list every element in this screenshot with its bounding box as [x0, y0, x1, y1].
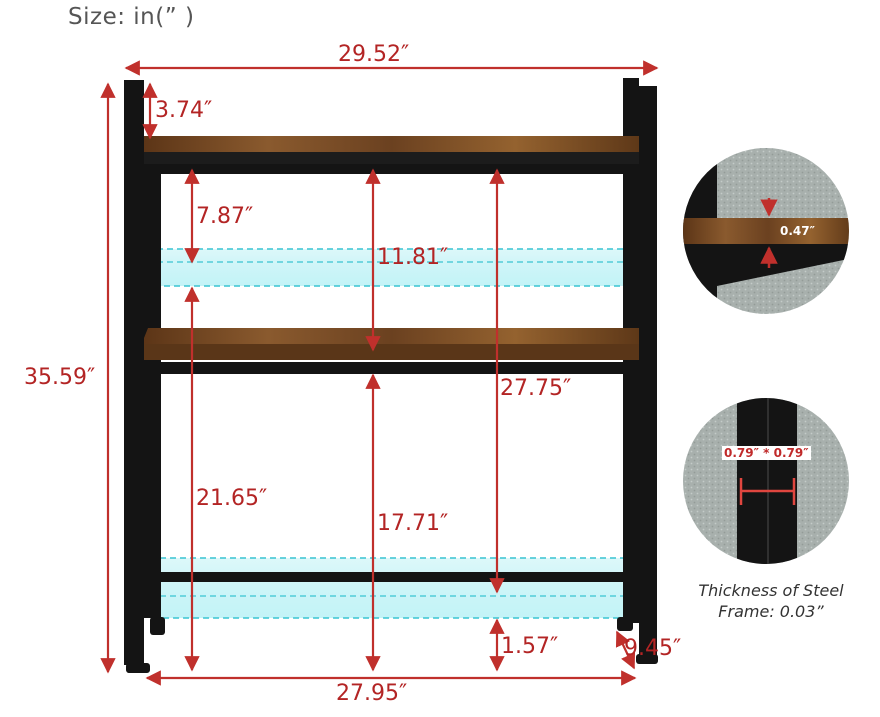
- ghost-shelf-lower: [149, 557, 646, 619]
- overall-width-label: 29.52″: [338, 42, 410, 67]
- note-line-2: Frame: 0.03”: [718, 602, 824, 621]
- top-gap-label: 7.87″: [196, 204, 254, 229]
- detail-board-thickness: [683, 148, 849, 314]
- shelf-to-bar-label: 27.75″: [500, 376, 572, 401]
- dimension-arrows: [100, 60, 659, 686]
- middle-to-bottom-label: 17.71″: [377, 511, 449, 536]
- top-post-height-label: 3.74″: [155, 98, 213, 123]
- wood-shelf-top: [144, 136, 639, 164]
- detail-leg-section: [683, 398, 849, 564]
- bottom-width-label: 27.95″: [336, 681, 408, 706]
- board-thickness-label: 0.47″: [780, 224, 815, 238]
- size-unit-label: Size: in(” ): [68, 4, 195, 30]
- wood-shelf-middle: [144, 328, 639, 360]
- foot-height-label: 1.57″: [501, 634, 559, 659]
- note-line-1: Thickness of Steel: [698, 581, 844, 600]
- depth-label: 9.45″: [624, 636, 682, 661]
- leg-section-label: 0.79″ * 0.79″: [722, 446, 811, 460]
- top-to-middle-label: 11.81″: [377, 245, 449, 270]
- middle-gap-label: 21.65″: [196, 486, 268, 511]
- steel-thickness-note: Thickness of Steel Frame: 0.03”: [676, 580, 866, 622]
- total-height-label: 35.59″: [24, 365, 96, 390]
